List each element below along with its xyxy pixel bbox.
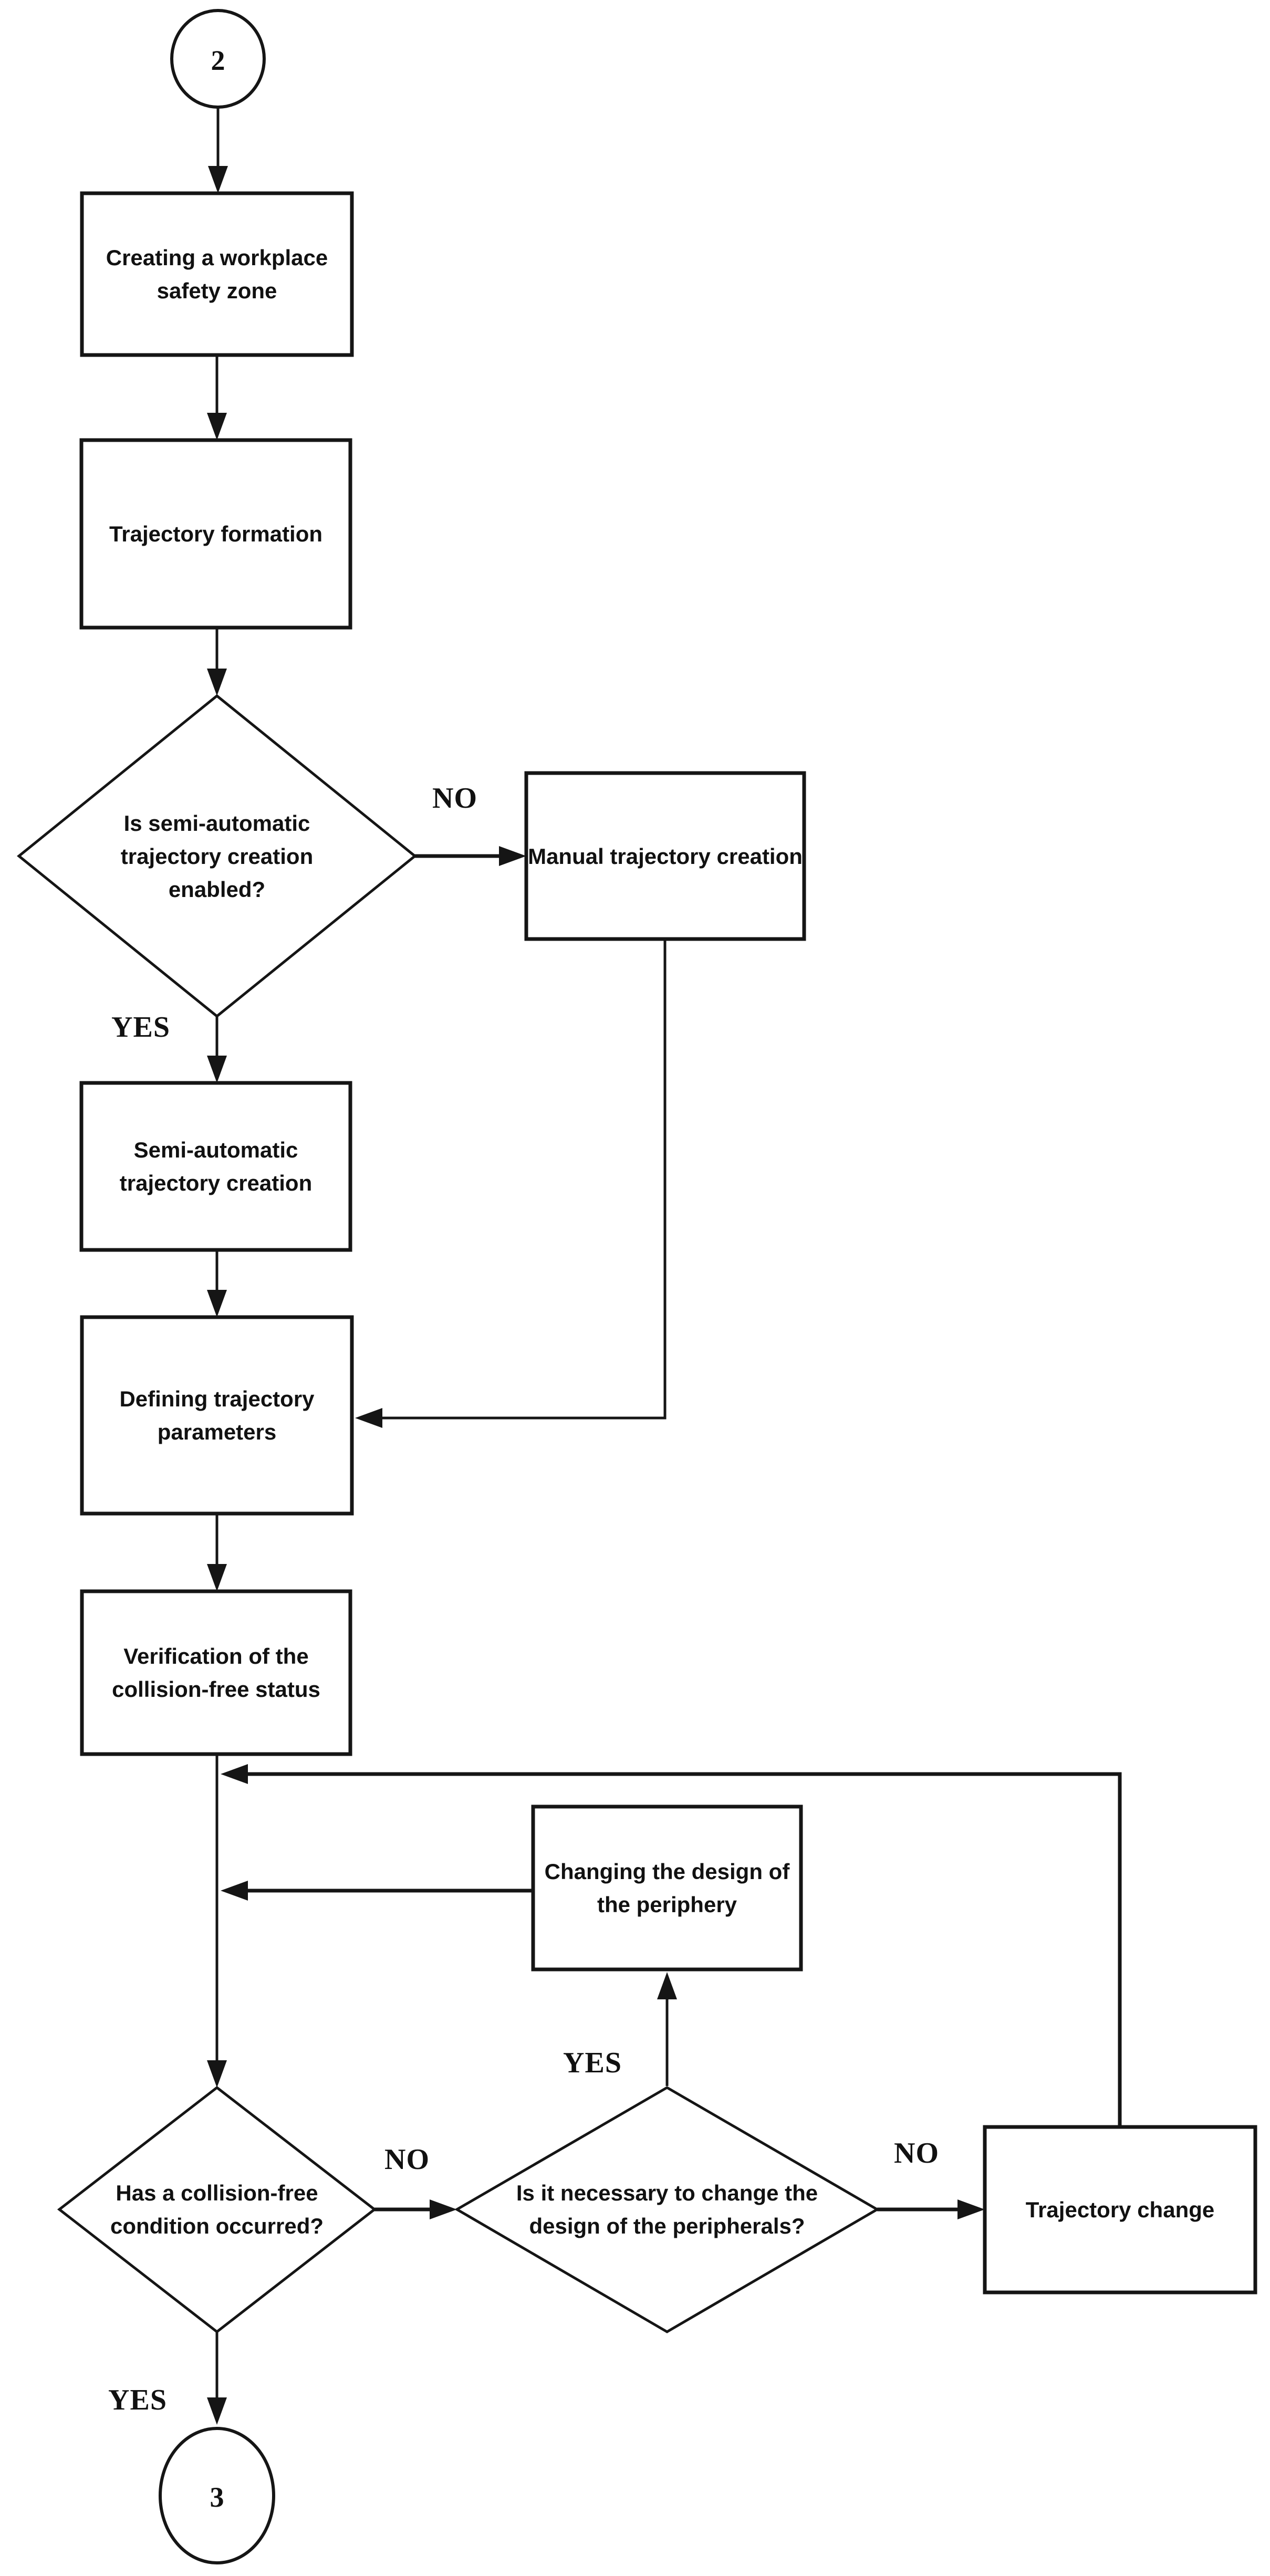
node-manual-creation: Manual trajectory creation: [528, 843, 803, 869]
arrowhead-into-defining: [207, 1290, 227, 1317]
arrowhead-manual-into-defining: [355, 1408, 382, 1428]
arrowhead-feedback-trajectory-change: [221, 1764, 248, 1784]
arrowhead-into-trajectory-change: [957, 2199, 985, 2219]
node-collision-question: Has a collision-free condition occurred?: [110, 2181, 324, 2238]
node-verification: Verification of the collision-free statu…: [112, 1644, 320, 1702]
node-changing-design: Changing the design of the periphery: [544, 1859, 790, 1917]
arrowhead-into-changing-design: [657, 1972, 677, 1999]
node-trajectory-formation: Trajectory formation: [109, 522, 323, 546]
end-connector-label: 3: [210, 2481, 224, 2513]
arrowhead-into-verification: [207, 1564, 227, 1591]
node-periphery-question: Is it necessary to change the design of …: [516, 2181, 818, 2238]
branch-label-semi-auto-yes: YES: [111, 1011, 170, 1044]
arrowhead-into-formation: [207, 413, 227, 440]
arrowhead-into-end: [207, 2397, 227, 2425]
decision-diamond-periphery: [454, 2086, 880, 2333]
branch-label-periphery-yes: YES: [563, 2047, 622, 2079]
node-creating-zone: Creating a workplace safety zone: [106, 245, 328, 303]
branch-label-collision-yes: YES: [108, 2384, 167, 2416]
arrowhead-into-semi-auto: [207, 1056, 227, 1083]
branch-label-collision-no: NO: [384, 2143, 430, 2176]
arrowhead-feedback-changing-design: [221, 1881, 248, 1901]
arrowhead-into-semi-question: [207, 669, 227, 696]
branch-label-semi-auto-no: NO: [432, 782, 477, 815]
arrowhead-into-manual: [499, 846, 526, 866]
end-connector-circle: [159, 2427, 275, 2564]
process-box-changing-design: [531, 1805, 803, 1972]
arrowhead-into-creating: [208, 166, 228, 193]
node-defining-parameters: Defining trajectory parameters: [119, 1386, 315, 1444]
node-semi-auto-question: Is semi-automatic trajectory creation en…: [120, 810, 314, 902]
start-connector-label: 2: [211, 45, 225, 76]
arrow-line-manual-to-defining: [379, 939, 667, 1420]
arrowhead-into-collision-question: [207, 2060, 227, 2088]
feedback-line-trajectory-change: [242, 1772, 1122, 2127]
node-semi-auto-creation: Semi-automatic trajectory creation: [119, 1138, 313, 1195]
node-trajectory-change: Trajectory change: [1025, 2197, 1215, 2222]
arrowhead-into-periphery-question: [430, 2199, 457, 2219]
branch-label-periphery-no: NO: [894, 2137, 939, 2170]
